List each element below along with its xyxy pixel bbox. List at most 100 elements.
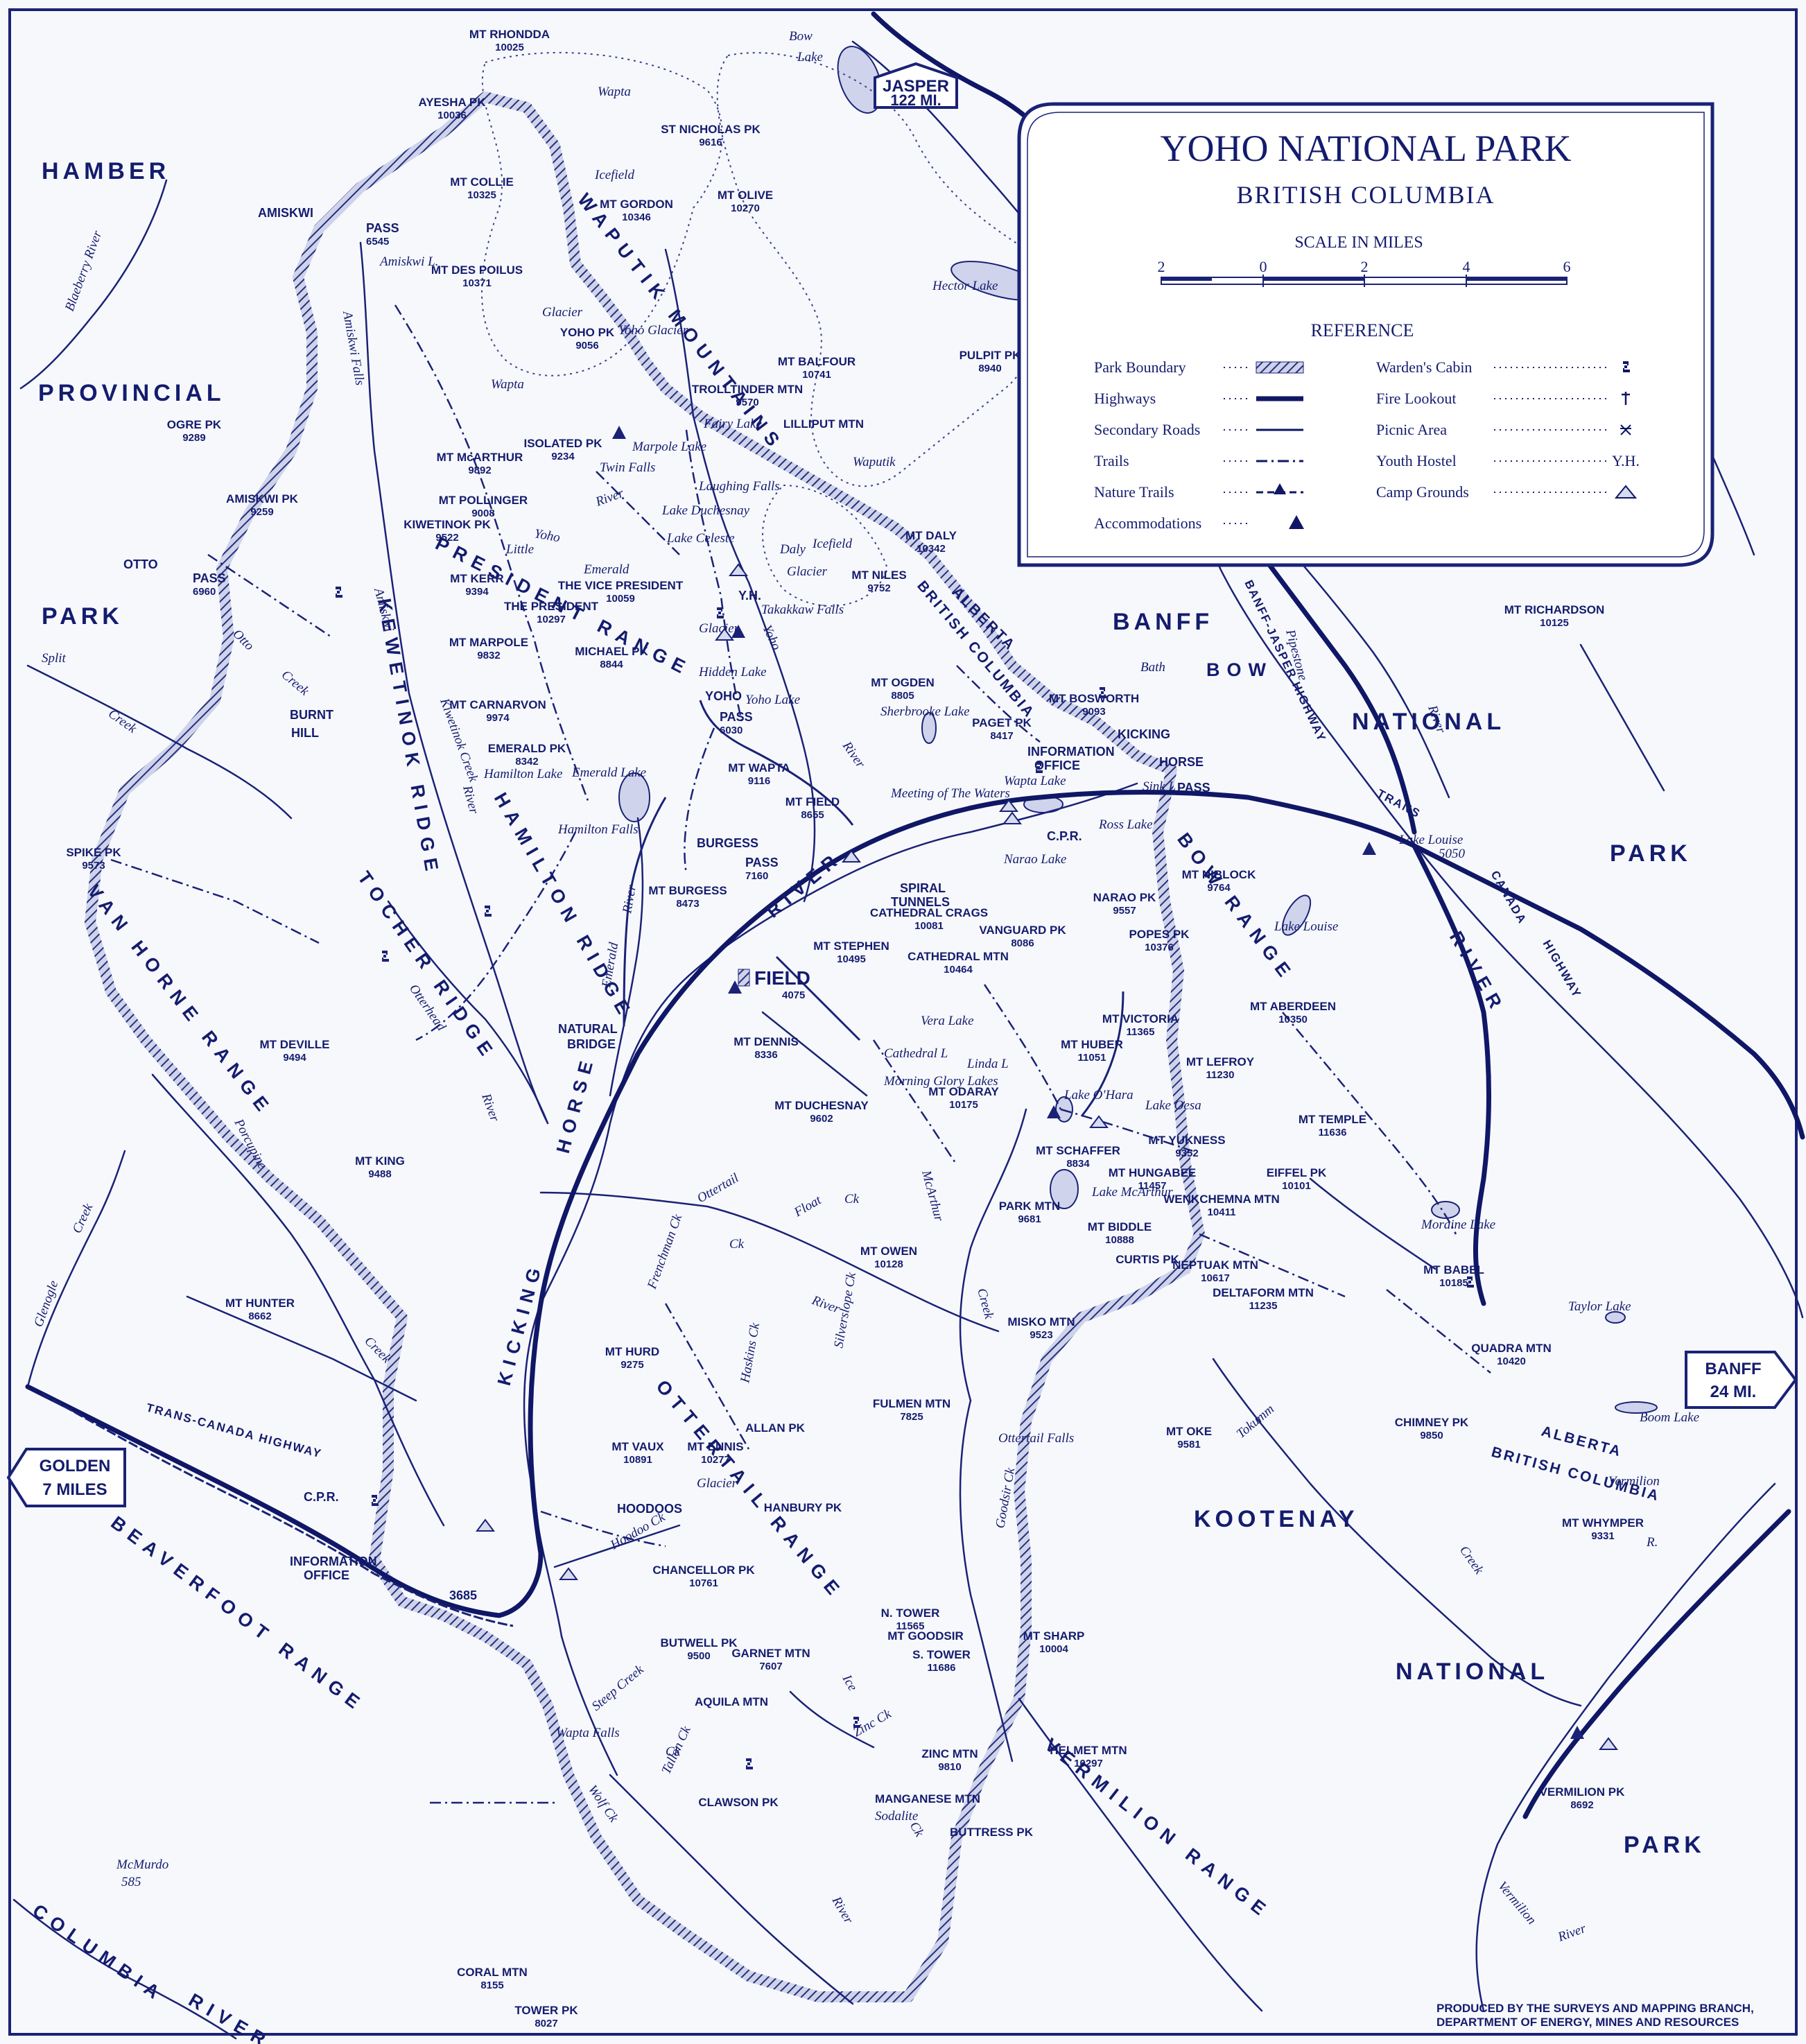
peak-elevation: 9557	[1113, 905, 1136, 917]
peak-name: MT BURGESS	[648, 884, 727, 897]
peak-name: MT VICTORIA	[1102, 1012, 1179, 1025]
scale-tick-label: 4	[1463, 258, 1470, 275]
place-name: BURNT	[290, 708, 333, 722]
peak-name: MT NIBLOCK	[1182, 868, 1256, 881]
legend-label: Park Boundary	[1094, 358, 1186, 376]
peak-name: N. TOWER	[881, 1606, 940, 1620]
place-name: BRIDGE	[567, 1037, 616, 1051]
peak-elevation: 9488	[368, 1168, 391, 1180]
peak-name: MT BALFOUR	[778, 355, 856, 368]
peak-elevation: 9573	[82, 860, 105, 872]
legend-label: Highways	[1094, 390, 1156, 407]
place-name: PASS	[745, 856, 779, 869]
peak-name: MT DALY	[905, 529, 957, 542]
peak-name: MT GORDON	[600, 198, 673, 211]
wardens-cabin-symbol	[853, 1717, 860, 1728]
accommodation-symbol	[1047, 1105, 1061, 1118]
credit-line2: DEPARTMENT OF ENERGY, MINES AND RESOURCE…	[1436, 2016, 1739, 2029]
peak-name: YOHO PK	[560, 326, 615, 339]
place-name: INFORMATION	[1027, 745, 1115, 759]
river-yoho	[664, 248, 816, 903]
peak-elevation: 10101	[1282, 1180, 1311, 1192]
peak-elevation: 10185	[1439, 1277, 1468, 1289]
peak-name: CATHEDRAL MTN	[908, 950, 1009, 963]
peak-name: TOWER PK	[514, 2004, 578, 2017]
water-label: Twin Falls	[600, 460, 655, 475]
peak-name: MT LEFROY	[1186, 1055, 1255, 1068]
river-label: Vermilion	[1608, 1474, 1660, 1489]
peak-elevation: 10617	[1201, 1272, 1230, 1284]
river-columbia	[12, 1898, 237, 2040]
peak-elevation: 11365	[1127, 1026, 1155, 1038]
peak: LILLIPUT MTN	[783, 417, 864, 431]
water-label: 5050	[1439, 847, 1466, 861]
peak-name: OGRE PK	[167, 418, 222, 431]
legend-label: Nature Trails	[1094, 483, 1174, 501]
place-name: PASS	[366, 221, 399, 235]
peak-elevation: 9570	[736, 397, 758, 408]
peak-name: MISKO MTN	[1007, 1315, 1075, 1328]
peak-elevation: 10081	[914, 920, 944, 932]
peak-elevation: 9234	[551, 451, 575, 462]
legend-label: Picnic Area	[1376, 421, 1447, 438]
camp-ground-symbol	[559, 1567, 578, 1580]
peak-elevation: 8655	[801, 809, 824, 821]
peak: ALLAN PK	[745, 1421, 806, 1435]
water-label: Glacier	[787, 564, 828, 579]
water-label: Ottertail Falls	[998, 1431, 1074, 1446]
peak-elevation: 10371	[462, 277, 492, 289]
place-name: HORSE	[1159, 755, 1204, 769]
river-porcupine	[151, 1073, 445, 1527]
peak-elevation: 11235	[1249, 1300, 1278, 1312]
peak-elevation: 8844	[600, 659, 623, 670]
peak-elevation: 9331	[1591, 1530, 1614, 1542]
reference-heading: REFERENCE	[1311, 320, 1414, 340]
peak-name: VANGUARD PK	[979, 924, 1066, 937]
river-kicking-horse	[523, 782, 1138, 1776]
water-label: Lake McArthur	[1091, 1185, 1173, 1199]
peak-name: ZINC MTN	[921, 1747, 978, 1760]
peak-name: MT OKE	[1166, 1425, 1212, 1438]
credit-line1: PRODUCED BY THE SURVEYS AND MAPPING BRAN…	[1436, 2002, 1754, 2015]
peak-elevation: 8805	[891, 690, 914, 702]
peak-name: THE VICE PRESIDENT	[558, 579, 684, 592]
peak-elevation: 10036	[437, 110, 467, 121]
camp-ground-symbol	[1599, 1737, 1618, 1750]
peak-name: MT NILES	[851, 569, 906, 582]
peak-name: FULMEN MTN	[873, 1397, 950, 1410]
camp-ground-symbol	[476, 1518, 495, 1532]
scale-tick-label: 2	[1158, 258, 1165, 275]
sign-jasper: JASPER 122 MI.	[874, 62, 958, 109]
place: INFORMATION	[1027, 745, 1115, 759]
peak-elevation: 10128	[874, 1258, 903, 1270]
map-credit: PRODUCED BY THE SURVEYS AND MAPPING BRAN…	[1436, 2002, 1754, 2029]
place: HOODOOS	[617, 1502, 682, 1516]
peak-elevation: 8086	[1011, 937, 1034, 949]
place-name: HOODOOS	[617, 1502, 682, 1516]
glacier-outlines	[481, 51, 1042, 607]
town-elevation: 4075	[782, 989, 805, 1001]
peak-name: CURTIS PK	[1115, 1253, 1179, 1266]
legend-secondary: Secondary Roads	[1094, 421, 1303, 438]
peak-name: CLAWSON PK	[698, 1796, 779, 1809]
peak-name: AMISKWI PK	[226, 492, 299, 505]
scale-tick-label: 6	[1563, 258, 1571, 275]
peak-name: TROLLTINDER MTN	[692, 383, 803, 396]
